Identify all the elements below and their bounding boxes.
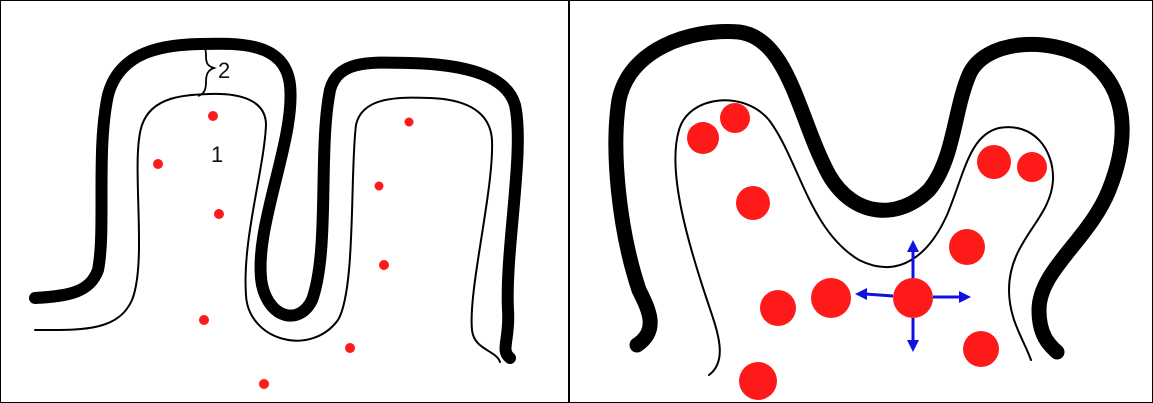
right-panel bbox=[569, 0, 1153, 403]
right-diagram bbox=[569, 0, 1153, 403]
dots-right bbox=[687, 103, 1047, 400]
dot bbox=[739, 362, 777, 400]
dot bbox=[760, 290, 796, 326]
label-inner-layer: 1 bbox=[211, 142, 223, 168]
dot bbox=[379, 260, 389, 270]
dot bbox=[893, 278, 933, 318]
dot bbox=[811, 278, 851, 318]
dot bbox=[977, 145, 1011, 179]
dot bbox=[963, 331, 999, 367]
dot bbox=[199, 315, 209, 325]
dot bbox=[720, 103, 750, 133]
outer-membrane-right bbox=[616, 32, 1122, 352]
dot bbox=[405, 118, 414, 127]
dot bbox=[375, 182, 384, 191]
dot bbox=[214, 209, 224, 219]
dot bbox=[949, 229, 985, 265]
outer-membrane-left bbox=[35, 44, 518, 358]
dot bbox=[153, 159, 163, 169]
dot bbox=[1017, 152, 1047, 182]
left-diagram bbox=[0, 0, 568, 403]
dot bbox=[687, 122, 719, 154]
label-outer-layer: 2 bbox=[218, 58, 230, 84]
dot bbox=[259, 379, 269, 389]
dot bbox=[736, 186, 770, 220]
dot bbox=[345, 343, 355, 353]
dot bbox=[208, 111, 218, 121]
inner-membrane-right bbox=[675, 100, 1053, 375]
left-panel: 1 2 bbox=[0, 0, 568, 403]
